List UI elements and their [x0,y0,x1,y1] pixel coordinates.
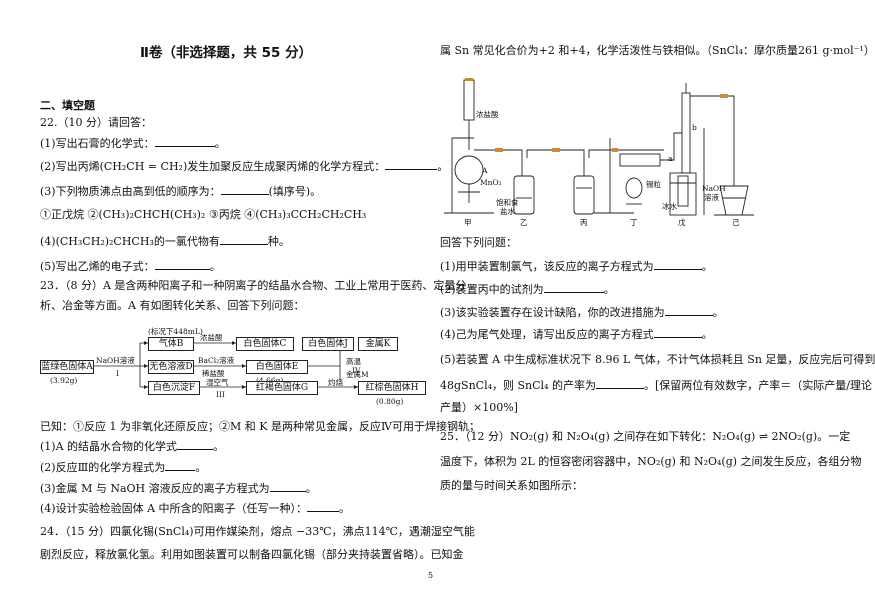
q23-diagram: 蓝绿色固体A (3.92g) NaOH溶液 I (标况下448mL) 气体B 浓… [40,320,426,406]
section-heading: 二、填空题 [40,99,95,112]
q24-part4: (4)己为尾气处理，请写出反应的离子方程式。 [440,328,713,341]
q24-part2: (2)装置丙中的试剂为。 [440,283,615,296]
label-sat-salt2: 盐水 [500,207,515,216]
reagent-wet-air: 湿空气 [206,378,229,387]
q22-part2: (2)写出丙烯(CH₂CH = CH₂)发生加聚反应生成聚丙烯的化学方程式：。 [40,160,449,173]
reagent-high-temp: 高温 [346,357,361,366]
q23-part1: (1)A 的结晶水合物的化学式。 [40,440,225,453]
label-s3: 丙 [580,218,588,227]
q23-line2: 析、冶金等方面。A 有如图转化关系、回答下列问题： [40,299,305,312]
q23-part2: (2)反应Ⅲ的化学方程式为。 [40,461,207,474]
q23-note: 已知：①反应 1 为非氧化还原反应；②M 和 K 是两种常见金属，反应Ⅳ可用于焊… [40,420,480,433]
q22-part4: (4)(CH₃CH₂)₂CHCH₃的一氯代物有种。 [40,235,290,248]
label-mno2: MnO₂ [480,178,502,187]
reagent-ignite: 灼烧 [328,378,343,387]
reagent-dil-hcl: 稀盐酸 [202,369,225,378]
label-a-small: a [668,154,673,163]
box-solid-j: 白色固体J [302,337,354,351]
solid-a-mass: (3.92g) [50,376,78,385]
label-a: A [482,166,488,175]
q22-options: ①正戊烷 ②(CH₃)₂CHCH(CH₃)₂ ③丙烷 ④(CH₃)₃CCH₂CH… [40,208,367,221]
q24-line3: 属 Sn 常见化合价为+2 和+4，化学活泼性与铁相似。（SnCl₄：摩尔质量2… [440,44,875,57]
q24-part3: (3)该实验装置存在设计缺陷，你的改进措施为。 [440,306,724,319]
box-solid-a: 蓝绿色固体A [40,360,94,374]
box-solid-g: 红褐色固体G [246,381,318,395]
label-s6: 己 [732,218,740,227]
q25-line3: 质的量与时间关系如图所示： [440,479,583,492]
q22-part3: (3)下列物质沸点由高到低的顺序为：(填序号)。 [40,185,322,198]
q24-line2: 剧烈反应，释放氯化氢。利用如图装置可以制备四氯化锡（部分夹持装置省略）。已知金 [40,548,464,561]
gas-volume-note: (标况下448mL) [148,327,203,336]
box-gas-b: 气体B [148,337,194,351]
q24-line1: 24．（15 分）四氯化锡(SnCl₄)可用作媒染剂，熔点 −33℃，沸点114… [40,525,475,538]
reagent-bacl2: BaCl₂溶液 [198,356,235,365]
q24-answer-prompt: 回答下列问题： [440,236,517,249]
q25-line1: 25．（12 分）NO₂(g) 和 N₂O₄(g) 之间存在如下转化：N₂O₄(… [440,430,851,443]
q24-part5-line3: 产量）×100%] [440,401,518,414]
box-solution-d: 无色溶液D [148,360,194,374]
label-naoh: NaOH [702,184,726,193]
section-title: Ⅱ卷（非选择题，共 55 分） [140,45,313,61]
reagent-naoh: NaOH溶液 [96,356,135,365]
q25-line2: 温度下，体积为 2L 的恒容密闭容器中，NO₂(g) 和 N₂O₄(g) 之间发… [440,455,862,468]
label-naoh2: 溶液 [704,193,719,202]
reagent-conc-hcl: 浓盐酸 [200,333,223,342]
q24-part5-line2: 48gSnCl₄，则 SnCl₄ 的产率为。[保留两位有效数字，产率＝（实际产量… [440,379,872,392]
metal-m-label: 金属M [346,370,369,379]
label-conc-hcl: 浓盐酸 [476,110,499,119]
box-solid-h: 红棕色固体H [358,381,426,395]
box-solid-e: 白色固体E [246,360,308,374]
q22-part1: (1)写出石膏的化学式：。 [40,137,226,150]
reaction-4: IV [352,366,361,375]
label-s5: 戊 [678,218,686,227]
reaction-3: III [216,390,225,399]
apparatus-drawing [444,78,754,216]
label-b: b [692,123,697,132]
label-s2: 乙 [520,218,528,227]
solid-e-mass: (4.66g) [256,376,283,385]
solid-h-mass: (0.80g) [376,397,404,406]
q24-part1: (1)用甲装置制氯气，该反应的离子方程式为。 [440,260,713,273]
label-sat-salt: 饱和食 [496,198,519,207]
q23-part4: (4)设计实验检验固体 A 中所含的阳离子（任写一种）：。 [40,502,351,515]
page-number: 5 [428,571,434,580]
box-precip-f: 白色沉淀F [148,381,200,395]
label-tin: 锡粒 [646,180,661,189]
label-ice-water: 冰水 [662,202,677,211]
q24-part5-line1: (5)若装置 A 中生成标准状况下 8.96 L 气体，不计气体损耗且 Sn 足… [440,353,875,366]
label-s1: 甲 [464,218,472,227]
label-s4: 丁 [630,218,638,227]
box-metal-k: 金属K [358,337,398,351]
apparatus-diagram: 浓盐酸 A MnO₂ 饱和食 盐水 锡粒 b a NaOH 溶液 冰水 甲 乙 … [434,58,764,230]
q23-line1: 23．（8 分）A 是含两种阳离子和一种阴离子的结晶水合物、工业上常用于医药、定… [40,279,467,292]
q23-part3: (3)金属 M 与 NaOH 溶液反应的离子方程式为。 [40,482,317,495]
q22-part5: (5)写出乙烯的电子式：。 [40,260,221,273]
q22-head: 22.（10 分）请回答： [40,116,152,129]
reaction-1: I [116,369,119,378]
box-solid-c: 白色固体C [236,337,294,351]
